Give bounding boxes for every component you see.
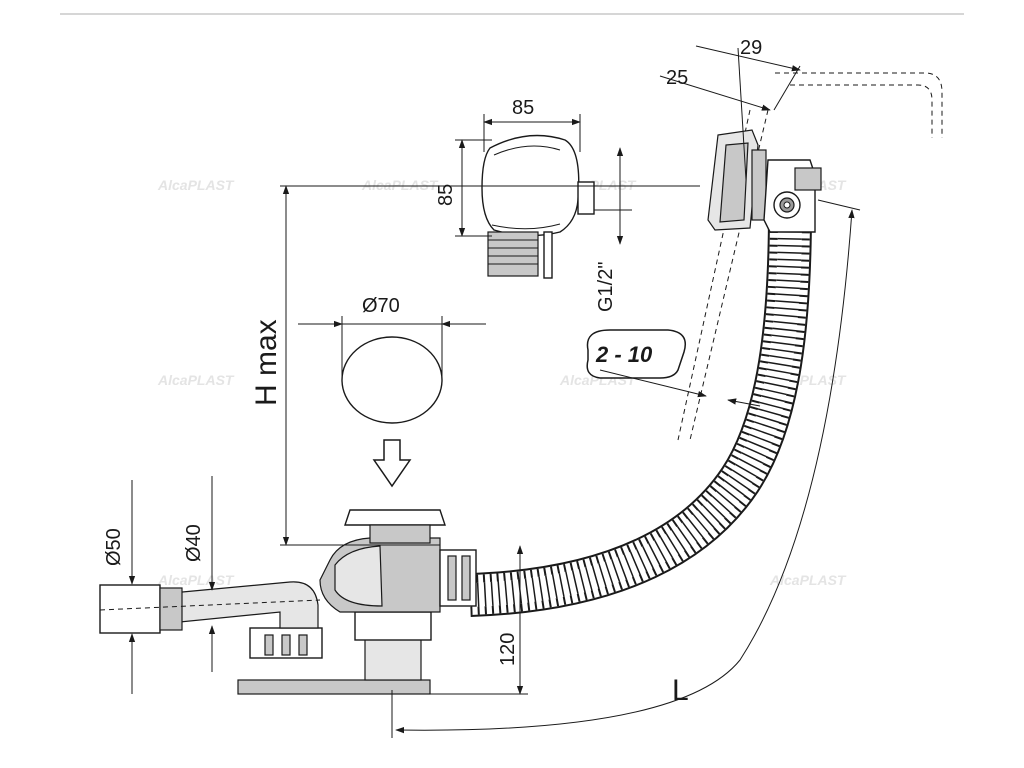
dim-d70-label: Ø70 <box>362 295 400 317</box>
dim-85-width-label: 85 <box>512 97 534 119</box>
watermark: AlcaPLAST <box>157 372 235 388</box>
dim-85-height-label: 85 <box>435 184 457 206</box>
range-label: 2 - 10 <box>595 342 653 367</box>
bath-rim-profile <box>775 72 943 138</box>
overflow-head <box>707 129 822 233</box>
dim-line-25 <box>659 75 771 111</box>
bath-rim-profile <box>790 84 933 138</box>
watermark: AlcaPLAST <box>157 572 235 588</box>
dim-ext-29 <box>737 47 747 181</box>
thread-size-label: G1/2" <box>595 262 617 312</box>
dim-ext-l <box>817 199 861 211</box>
dim-d50-label: Ø50 <box>103 528 125 566</box>
dim-ext-29 <box>773 65 801 111</box>
watermark: AlcaPLAST <box>361 177 439 193</box>
dim-arc-l <box>395 209 855 734</box>
h-max-label: H max <box>250 319 283 406</box>
dim-120-label: 120 <box>497 633 519 666</box>
dim-29-label: 29 <box>740 37 762 59</box>
length-label: L <box>672 674 689 707</box>
dim-25-label: 25 <box>666 67 688 89</box>
dim-d40-label: Ø40 <box>183 524 205 562</box>
down-arrow-icon <box>372 439 412 488</box>
valve-body <box>481 134 595 279</box>
watermark: AlcaPLAST <box>157 177 235 193</box>
waste-trap-assembly <box>99 509 477 695</box>
range-callout: 2 - 10 <box>586 329 761 407</box>
dim-line-29 <box>695 45 801 72</box>
plug-cap <box>341 336 443 424</box>
